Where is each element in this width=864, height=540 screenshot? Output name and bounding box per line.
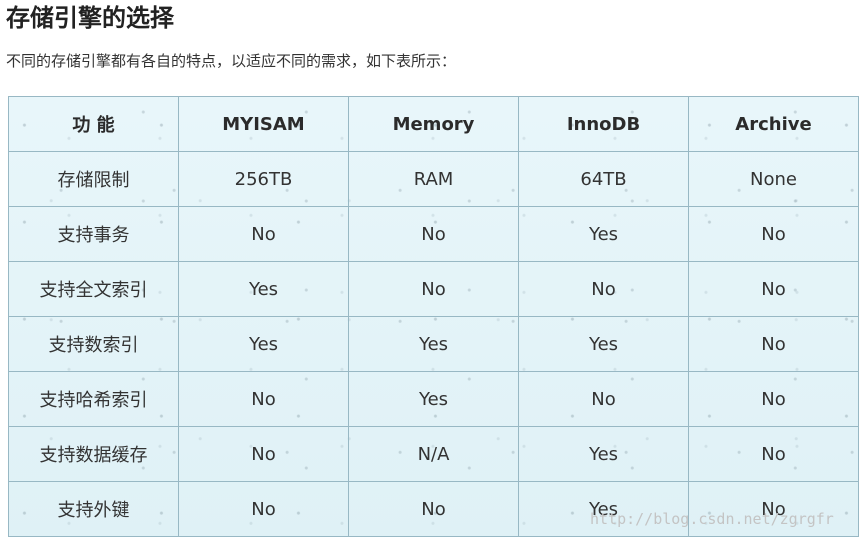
table-cell: None [688, 151, 859, 207]
table-row: 支持数索引 Yes Yes Yes No [8, 316, 859, 372]
column-header-feature: 功 能 [8, 96, 179, 152]
table-cell: No [688, 426, 859, 482]
column-header-archive: Archive [688, 96, 859, 152]
row-label: 支持全文索引 [8, 261, 179, 317]
column-header-memory: Memory [348, 96, 519, 152]
column-header-innodb: InnoDB [518, 96, 689, 152]
row-label: 支持数索引 [8, 316, 179, 372]
table-row: 支持数据缓存 No N/A Yes No [8, 426, 859, 482]
table-cell: 256TB [178, 151, 349, 207]
intro-text: 不同的存储引擎都有各自的特点，以适应不同的需求，如下表所示： [6, 52, 457, 70]
table-cell: No [178, 371, 349, 427]
row-label: 支持哈希索引 [8, 371, 179, 427]
table-cell: No [518, 261, 689, 317]
table-cell: Yes [518, 316, 689, 372]
table-row: 支持全文索引 Yes No No No [8, 261, 859, 317]
table-cell: No [688, 206, 859, 262]
column-header-myisam: MYISAM [178, 96, 349, 152]
table-cell: No [178, 426, 349, 482]
table-row: 支持外键 No No Yes No [8, 481, 859, 537]
watermark-text: http://blog.csdn.net/zgrgfr [590, 510, 834, 528]
table-cell: No [348, 206, 519, 262]
table-cell: Yes [518, 206, 689, 262]
table-cell: Yes [518, 426, 689, 482]
table-cell: 64TB [518, 151, 689, 207]
table-header-row: 功 能 MYISAM Memory InnoDB Archive [8, 96, 859, 152]
table-row: 支持事务 No No Yes No [8, 206, 859, 262]
row-label: 支持数据缓存 [8, 426, 179, 482]
row-label: 支持外键 [8, 481, 179, 537]
table-cell: Yes [178, 261, 349, 317]
page-title: 存储引擎的选择 [6, 4, 174, 32]
table-cell: No [518, 371, 689, 427]
table-cell: No [348, 481, 519, 537]
table-cell: No [688, 371, 859, 427]
table-cell: RAM [348, 151, 519, 207]
comparison-table-container: 功 能 MYISAM Memory InnoDB Archive 存储限制 25… [8, 96, 859, 537]
row-label: 存储限制 [8, 151, 179, 207]
table-row: 支持哈希索引 No Yes No No [8, 371, 859, 427]
table-cell: Yes [178, 316, 349, 372]
table-cell: Yes [348, 316, 519, 372]
table-cell: No [688, 481, 859, 537]
table-cell: Yes [518, 481, 689, 537]
engine-comparison-table: 功 能 MYISAM Memory InnoDB Archive 存储限制 25… [8, 96, 859, 537]
table-cell: No [348, 261, 519, 317]
table-cell: No [688, 316, 859, 372]
table-cell: No [688, 261, 859, 317]
table-cell: No [178, 481, 349, 537]
table-cell: N/A [348, 426, 519, 482]
table-row: 存储限制 256TB RAM 64TB None [8, 151, 859, 207]
table-cell: No [178, 206, 349, 262]
table-cell: Yes [348, 371, 519, 427]
row-label: 支持事务 [8, 206, 179, 262]
